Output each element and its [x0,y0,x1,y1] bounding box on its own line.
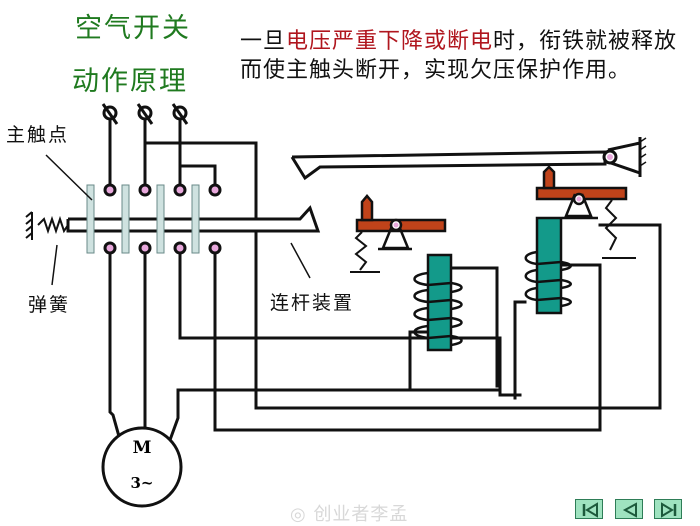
upper-contact-4 [208,183,222,197]
weibo-icon: ◎ [290,504,314,525]
coil-winding-2 [524,250,572,308]
contact-bridge-2 [121,184,130,254]
contact-bridge-1 [86,184,95,254]
armature-right-pin [542,165,556,190]
supply-branch-l3 [178,164,217,187]
leader-spring [51,244,58,286]
description-text: 一旦电压严重下降或断电时，衔铁就被释放而使主触头断开，实现欠压保护作用。 [240,27,680,85]
coil2-lower-lead [513,300,527,400]
watermark-text: 创业者李孟 [313,504,409,525]
coil1-upper-lead [448,266,499,388]
description-prefix: 一旦 [240,29,287,54]
skip-last-icon [661,502,677,518]
title-line-1: 空气开关 [75,13,191,44]
upper-contact-3 [173,183,187,197]
motor-symbol: M [133,438,152,458]
description-suffix: 时，衔铁就被释放而使主触头断开，实现欠压保护作用。 [240,29,678,83]
leader-linkage [290,242,311,279]
motor-wire-u [108,246,122,442]
previous-slide-button[interactable] [615,499,643,519]
return-spring [37,215,69,235]
next-slide-button[interactable] [654,499,682,519]
trip-lever [290,150,607,181]
armature-left-spring [354,231,368,271]
motor [101,426,183,508]
coil-winding-1 [413,271,463,347]
leader-main-contacts [45,154,93,201]
label-linkage: 连杆装置 [270,292,355,314]
first-slide-button[interactable] [575,499,603,519]
skip-first-icon [582,502,598,518]
wire-phase-4 [213,246,602,432]
description-highlight: 电压严重下降或断电 [286,29,494,54]
label-main-contacts: 主触点 [6,124,70,146]
watermark: ◎ 创业者李孟 [290,500,408,526]
coil-wire-a [143,141,662,410]
lower-contact-2 [138,241,152,255]
label-spring: 弹簧 [28,294,71,316]
motor-wire-w [168,388,502,442]
lower-contact-1 [103,241,117,255]
lower-contact-3 [173,241,187,255]
contact-bridge-3 [156,184,165,254]
upper-contact-1 [103,183,117,197]
wire-phase-w [178,246,522,397]
title-line-2: 动作原理 [72,66,188,97]
armature-right-spring [604,199,618,251]
triangle-left-icon [622,502,637,518]
upper-contact-2 [138,183,152,197]
coil-lead-small [408,330,432,390]
motor-phase: 3~ [130,474,153,492]
lower-contact-4 [208,241,222,255]
contact-bridge-4 [191,184,200,254]
armature-left-pin [360,194,374,222]
